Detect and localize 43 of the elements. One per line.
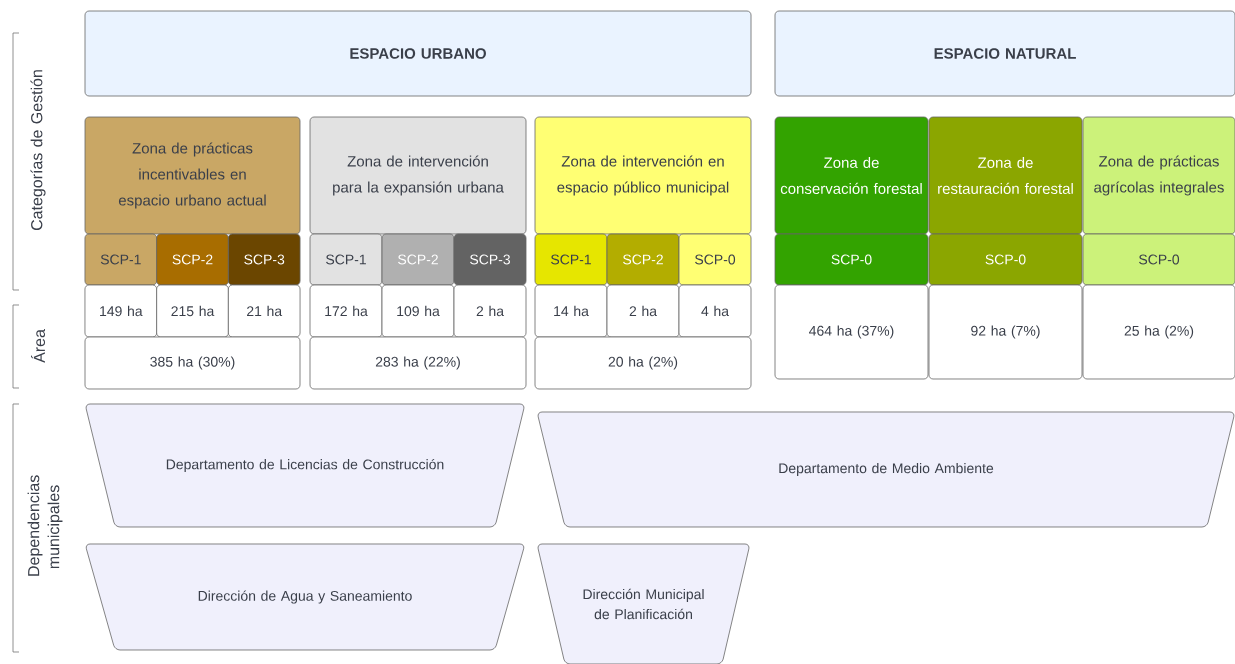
zone-box: Zona de intervención para la expansión urbana <box>309 116 527 235</box>
area-cell: 21 ha <box>227 284 301 338</box>
area-cell: 2 ha <box>606 284 680 338</box>
area-cell: 172 ha <box>309 284 383 338</box>
area-cell: 25 ha (2%) <box>1082 284 1235 380</box>
department-trapezoid: Dirección de Agua y Saneamiento <box>85 543 525 651</box>
row-label: Categorías de Gestión <box>30 70 46 231</box>
area-cell: 4 ha <box>678 284 752 338</box>
subcategory-box: SCP-3 <box>227 233 301 286</box>
area-cell: 20 ha (2%) <box>534 336 752 390</box>
area-cell: 2 ha <box>453 284 527 338</box>
department-trapezoid: Dirección Municipal de Planificación <box>537 543 750 664</box>
zone-box: Zona de prácticas incentivables en espacio urbano actual <box>84 116 301 235</box>
area-cell: 215 ha <box>156 284 229 338</box>
department-trapezoid: Departamento de Licencias de Construcción <box>85 403 525 528</box>
area-cell: 149 ha <box>84 284 158 338</box>
zone-box: Zona de conservación forestal <box>774 116 929 235</box>
row-label: Área <box>31 329 46 363</box>
zone-box: Zona de restauración forestal <box>928 116 1083 235</box>
subcategory-box: SCP-1 <box>84 233 158 286</box>
subcategory-box: SCP-2 <box>381 233 455 286</box>
subcategory-box: SCP-1 <box>534 233 608 286</box>
area-cell: 464 ha (37%) <box>774 284 929 380</box>
subcategory-box: SCP-0 <box>678 233 752 286</box>
area-cell: 14 ha <box>534 284 608 338</box>
zone-box: Zona de prácticas agrícolas integrales <box>1082 116 1235 235</box>
subcategory-box: SCP-2 <box>156 233 229 286</box>
space-header-box: ESPACIO NATURAL <box>774 10 1235 97</box>
subcategory-box: SCP-0 <box>774 233 929 286</box>
subcategory-box: SCP-2 <box>606 233 680 286</box>
area-cell: 385 ha (30%) <box>84 336 301 390</box>
area-cell: 92 ha (7%) <box>928 284 1083 380</box>
space-header-box: ESPACIO URBANO <box>84 10 752 97</box>
node-label: Zona de prácticas agrícolas integrales <box>1094 155 1224 196</box>
subcategory-box: SCP-3 <box>453 233 527 286</box>
subcategory-box: SCP-1 <box>309 233 383 286</box>
zone-box: Zona de intervención en espacio público municipal <box>534 116 752 235</box>
subcategory-box: SCP-0 <box>928 233 1083 286</box>
department-trapezoid: Departamento de Medio Ambiente <box>537 411 1235 528</box>
area-cell: 109 ha <box>381 284 455 338</box>
subcategory-box: SCP-0 <box>1082 233 1235 286</box>
row-label: Dependencias municipales <box>27 475 63 576</box>
area-cell: 283 ha (22%) <box>309 336 527 390</box>
